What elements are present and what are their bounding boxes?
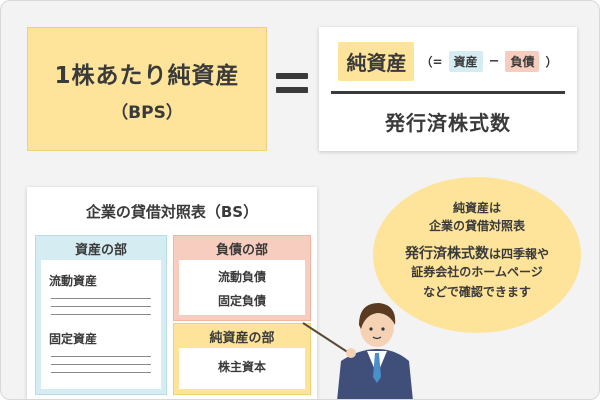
current-liabilities-label: 流動負債 [217, 270, 266, 284]
assets-rule [51, 314, 151, 315]
paren-open: （= [420, 54, 443, 69]
formula-fraction: 純資産 （= 資産 − 負債 ） 発行済株式数 [319, 27, 577, 151]
bps-label-box: 1株あたり純資産 （BPS） [27, 27, 267, 151]
assets-rule [51, 372, 151, 373]
net-assets-header: 純資産の部 [209, 330, 275, 346]
bubble-line-4: 証券会社のホームページ [411, 265, 543, 279]
current-assets-label: 流動資産 [49, 274, 98, 288]
hand [346, 348, 356, 358]
bubble-line-1: 純資産は [452, 201, 501, 215]
fraction-numerator: 純資産 （= 資産 − 負債 ） [319, 41, 577, 81]
bubble-line-3: 発行済株式数は四季報や [373, 243, 581, 263]
assets-body: 流動資産 固定資産 [41, 260, 161, 389]
numerator-net-assets: 純資産 [338, 41, 415, 81]
pointer-stick [302, 322, 350, 354]
liabilities-body: 流動負債 固定負債 [179, 260, 305, 315]
mouth [372, 336, 382, 340]
asset-term: 資産 [448, 50, 483, 72]
net-assets-body: 株主資本 [179, 348, 305, 389]
bubble-line-2: 企業の貸借対照表 [428, 219, 525, 233]
fraction-line [331, 91, 565, 94]
assets-rule [51, 298, 151, 299]
bubble-line-3-rest: は四季報や [488, 247, 549, 261]
fixed-liabilities-label: 固定負債 [217, 294, 266, 308]
info-bubble: 純資産は 企業の貸借対照表 発行済株式数は四季報や 証券会社のホームページ など… [373, 177, 581, 333]
bubble-line-5: などで確認できます [423, 285, 531, 299]
liability-term: 負債 [505, 50, 540, 72]
minus-sign: − [488, 53, 500, 69]
assets-section: 資産の部 流動資産 固定資産 [35, 235, 167, 395]
balance-sheet-title: 企業の貸借対照表（BS） [85, 203, 259, 221]
assets-header: 資産の部 [74, 242, 127, 258]
assets-rule [51, 356, 151, 357]
raised-arm [345, 355, 363, 375]
presenter-illustration [302, 303, 413, 399]
eye-left [369, 327, 373, 331]
bubble-shares-term: 発行済株式数 [404, 246, 489, 262]
fraction-denominator: 発行済株式数 [385, 110, 511, 135]
equals-sign [276, 67, 308, 101]
head [360, 307, 394, 347]
bps-abbreviation: （BPS） [111, 102, 183, 123]
liabilities-section: 負債の部 流動負債 固定負債 [173, 235, 311, 321]
shareholders-equity-label: 株主資本 [217, 360, 266, 374]
liabilities-header: 負債の部 [215, 242, 268, 258]
balance-sheet-card: 企業の貸借対照表（BS） 資産の部 流動資産 固定資産 負債の部 流動負債 固定… [27, 187, 317, 399]
bps-title: 1株あたり純資産 [54, 62, 240, 89]
eye-right [381, 327, 385, 331]
fixed-assets-label: 固定資産 [49, 332, 98, 346]
hair [359, 303, 396, 329]
equals-bar-bottom [276, 87, 308, 93]
assets-rule [51, 306, 151, 307]
paren-close: ） [545, 54, 558, 69]
necktie [373, 353, 381, 383]
equals-bar-top [276, 73, 308, 79]
assets-rule [51, 364, 151, 365]
net-assets-section: 純資産の部 株主資本 [173, 323, 311, 395]
